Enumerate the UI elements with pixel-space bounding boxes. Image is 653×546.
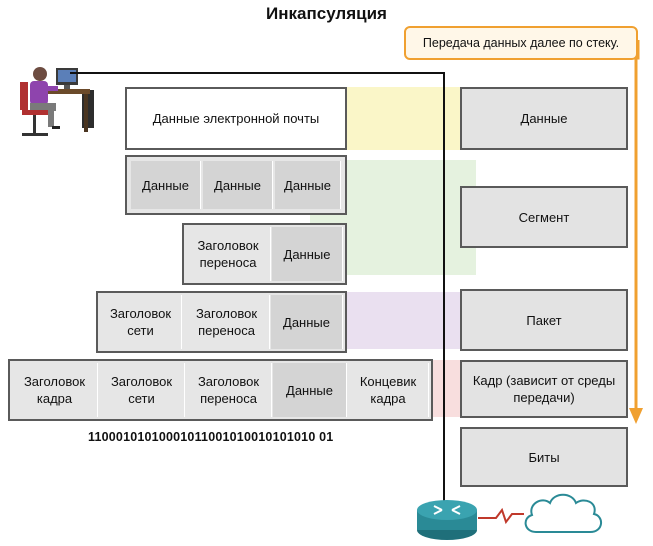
layer-band-data: [345, 87, 460, 150]
packet-group: Заголовок сети Заголовок переноса Данные: [96, 291, 347, 353]
data-cell: Данные: [272, 227, 343, 281]
frame-trailer-cell: Концевик кадра: [348, 363, 429, 417]
frame-group: Заголовок кадра Заголовок сети Заголовок…: [8, 359, 433, 421]
network-header-cell: Заголовок сети: [99, 363, 185, 417]
email-data-box: Данные электронной почты: [125, 87, 347, 150]
data-cell: Данные: [131, 161, 201, 209]
router-icon: [417, 500, 477, 540]
segment-data-group: Данные Данные Данные: [125, 155, 347, 215]
transport-header-cell: Заголовок переноса: [186, 227, 271, 281]
page-title: Инкапсуляция: [266, 4, 387, 23]
pdu-bits-box: Биты: [460, 427, 628, 487]
pdu-packet-box: Пакет: [460, 289, 628, 351]
callout-note: Передача данных далее по стеку.: [404, 26, 638, 60]
pdu-frame-box: Кадр (зависит от среды передачи): [460, 360, 628, 418]
bits-string: 11000101010001011001010010101010 01: [88, 430, 334, 444]
segment-group: Заголовок переноса Данные: [182, 223, 347, 285]
pdu-data-box: Данные: [460, 87, 628, 150]
data-cell: Данные: [273, 363, 347, 417]
data-cell: Данные: [203, 161, 273, 209]
wan-link-icon: [478, 507, 524, 525]
transport-header-cell: Заголовок переноса: [184, 295, 270, 349]
layer-band-packet: [345, 292, 460, 349]
cloud-icon: [524, 493, 602, 533]
frame-header-cell: Заголовок кадра: [12, 363, 98, 417]
data-cell: Данные: [275, 161, 341, 209]
network-header-cell: Заголовок сети: [100, 295, 182, 349]
transport-header-cell: Заголовок переноса: [186, 363, 272, 417]
user-computer-icon: [20, 67, 94, 136]
pdu-segment-box: Сегмент: [460, 186, 628, 248]
data-cell: Данные: [271, 295, 343, 349]
